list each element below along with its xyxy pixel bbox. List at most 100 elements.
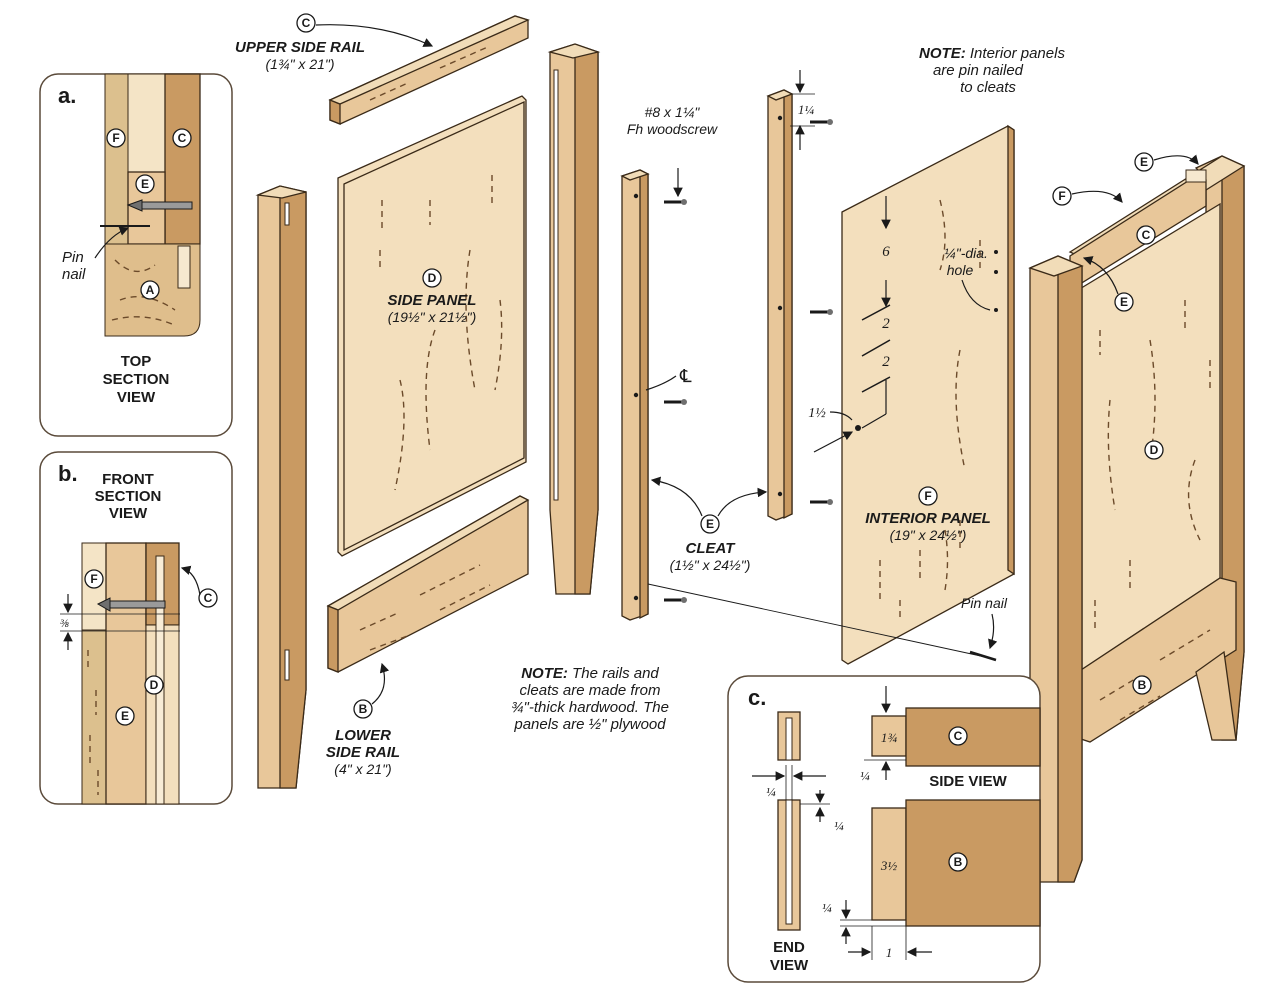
dim-1-5: 1½ [808,406,826,421]
note-bottom-line-4: panels are ½" plywood [513,716,666,733]
inset-c-letter: c. [748,685,766,710]
inset-b-front-section-view: b. FRONT SECTION VIEW ⅜ F C D E [39,451,233,805]
screw-3 [664,597,687,603]
tag-D-assembled: D [1144,440,1164,460]
upper-side-rail: UPPER SIDE RAIL (1¾" x 21") C [235,13,530,125]
inset-c-end-view-1: END [773,939,805,956]
tag-C-inset-b: C [198,588,218,608]
svg-text:A: A [146,283,155,297]
svg-text:B: B [359,702,368,716]
svg-text:D: D [1150,443,1159,457]
interior-panel-label: INTERIOR PANEL [865,510,991,527]
interior-panel-size: (19" x 24½") [890,527,967,543]
inset-c-side-view: SIDE VIEW [929,773,1007,790]
dim-6: 6 [882,244,890,260]
svg-text:E: E [706,517,714,531]
cleat-size: (1½" x 24½") [670,557,751,573]
tag-F-assembled: F [1052,186,1072,206]
tag-B-lower-rail: B [353,699,373,719]
inset-a-title-2: SECTION [103,371,170,388]
note-bottom-line-1: NOTE: The rails and [521,665,659,682]
screw-1 [664,199,687,205]
note-bottom: NOTE: The rails and cleats are made from… [511,665,669,733]
upper-side-rail-label: UPPER SIDE RAIL [235,39,365,56]
assembled-side: E F C E D B [1028,152,1246,883]
screw-label-1: #8 x 1¼" [645,104,701,120]
cleat-label: CLEAT [686,540,737,557]
dim-2b: 2 [882,354,890,370]
screw-6 [810,499,833,505]
inset-c-dim-q1: ¼ [766,784,776,799]
svg-text:C: C [178,131,187,145]
tag-E-top-assembled: E [1134,152,1154,172]
tag-F-interior-panel: F [918,486,938,506]
inset-c-dim-q4: ¼ [822,900,832,915]
inset-a-top-section-view: a. Pin nail F C E A TOP SECTION VIEW [39,73,233,437]
inset-a-title-1: TOP [121,353,152,370]
screw-2 [664,399,687,405]
cleat-left: ℄ [620,169,692,621]
svg-text:F: F [112,131,119,145]
svg-text:E: E [1140,155,1148,169]
center-leg [547,43,601,595]
svg-text:E: E [141,177,149,191]
screw-label-2: Fh woodscrew [627,121,718,137]
note-top-line-3: to cleats [960,79,1016,96]
inset-a-letter: a. [58,83,76,108]
inset-c-views: c. ¼ ¼ END VIEW 1¾ C SIDE VIEW ¼ 3½ B ¼ [727,675,1041,983]
screws: #8 x 1¼" Fh woodscrew [627,104,833,603]
inset-c-dim-q2: ¼ [834,818,844,833]
dim-2a: 2 [882,316,890,332]
tag-E-inset-a: E [135,174,155,194]
svg-text:F: F [924,489,931,503]
side-panel: SIDE PANEL (19½" x 21½") D [337,95,527,557]
svg-text:B: B [1138,678,1147,692]
lower-side-rail-label-2: SIDE RAIL [326,744,400,761]
tag-C-upper-rail: C [296,13,316,33]
hole-label-1: ¼"-dia. [944,245,988,261]
tag-E-inset-b: E [115,706,135,726]
dim-cleat-top: 1¼ [798,102,815,117]
cleat-callout: E CLEAT (1½" x 24½") [650,476,768,573]
note-bottom-line-2: cleats are made from [520,682,661,699]
svg-text:D: D [428,271,437,285]
interior-panel: 6 2 2 1½ ¼"-dia. hole F INTERIOR PANEL (… [647,124,1015,665]
svg-text:D: D [150,678,159,692]
svg-text:C: C [954,729,963,743]
inset-b-title-1: FRONT [102,471,154,488]
inset-a-pin-label-2: nail [62,266,86,283]
note-bottom-line-3: ¾"-thick hardwood. The [511,699,669,716]
left-leg [255,185,307,789]
note-top: NOTE: Interior panels are pin nailed to … [919,45,1065,96]
hole-label-2: hole [947,262,974,278]
lower-side-rail-label-1: LOWER [335,727,391,744]
lower-side-rail: B LOWER SIDE RAIL (4" x 21") [326,495,530,777]
tag-D-inset-b: D [144,675,164,695]
tag-C-inset-c: C [948,726,968,746]
inset-a-title-3: VIEW [117,389,156,406]
svg-text:C: C [204,591,213,605]
pin-nail-label: Pin nail [961,595,1008,611]
svg-text:C: C [1142,228,1151,242]
svg-text:B: B [954,855,963,869]
inset-c-dim-q3: ¼ [860,768,870,783]
svg-text:F: F [90,572,97,586]
tag-B-inset-c: B [948,852,968,872]
inset-b-title-3: VIEW [109,505,148,522]
inset-c-dim-3-5: 3½ [880,858,898,873]
inset-c-end-view-2: VIEW [770,957,809,974]
screw-5 [810,309,833,315]
note-top-line-1: NOTE: Interior panels [919,45,1065,62]
inset-a-pin-label-1: Pin [62,249,84,266]
svg-text:F: F [1058,189,1065,203]
tag-F-inset-a: F [106,128,126,148]
svg-text:C: C [302,16,311,30]
inset-c-dim-1-75: 1¾ [881,730,898,745]
note-top-line-2: are pin nailed [933,62,1024,79]
inset-b-letter: b. [58,461,78,486]
inset-c-dim-1: 1 [886,945,893,960]
upper-side-rail-size: (1¾" x 21") [265,56,334,72]
tag-E-mid-assembled: E [1114,292,1134,312]
svg-text:E: E [1120,295,1128,309]
